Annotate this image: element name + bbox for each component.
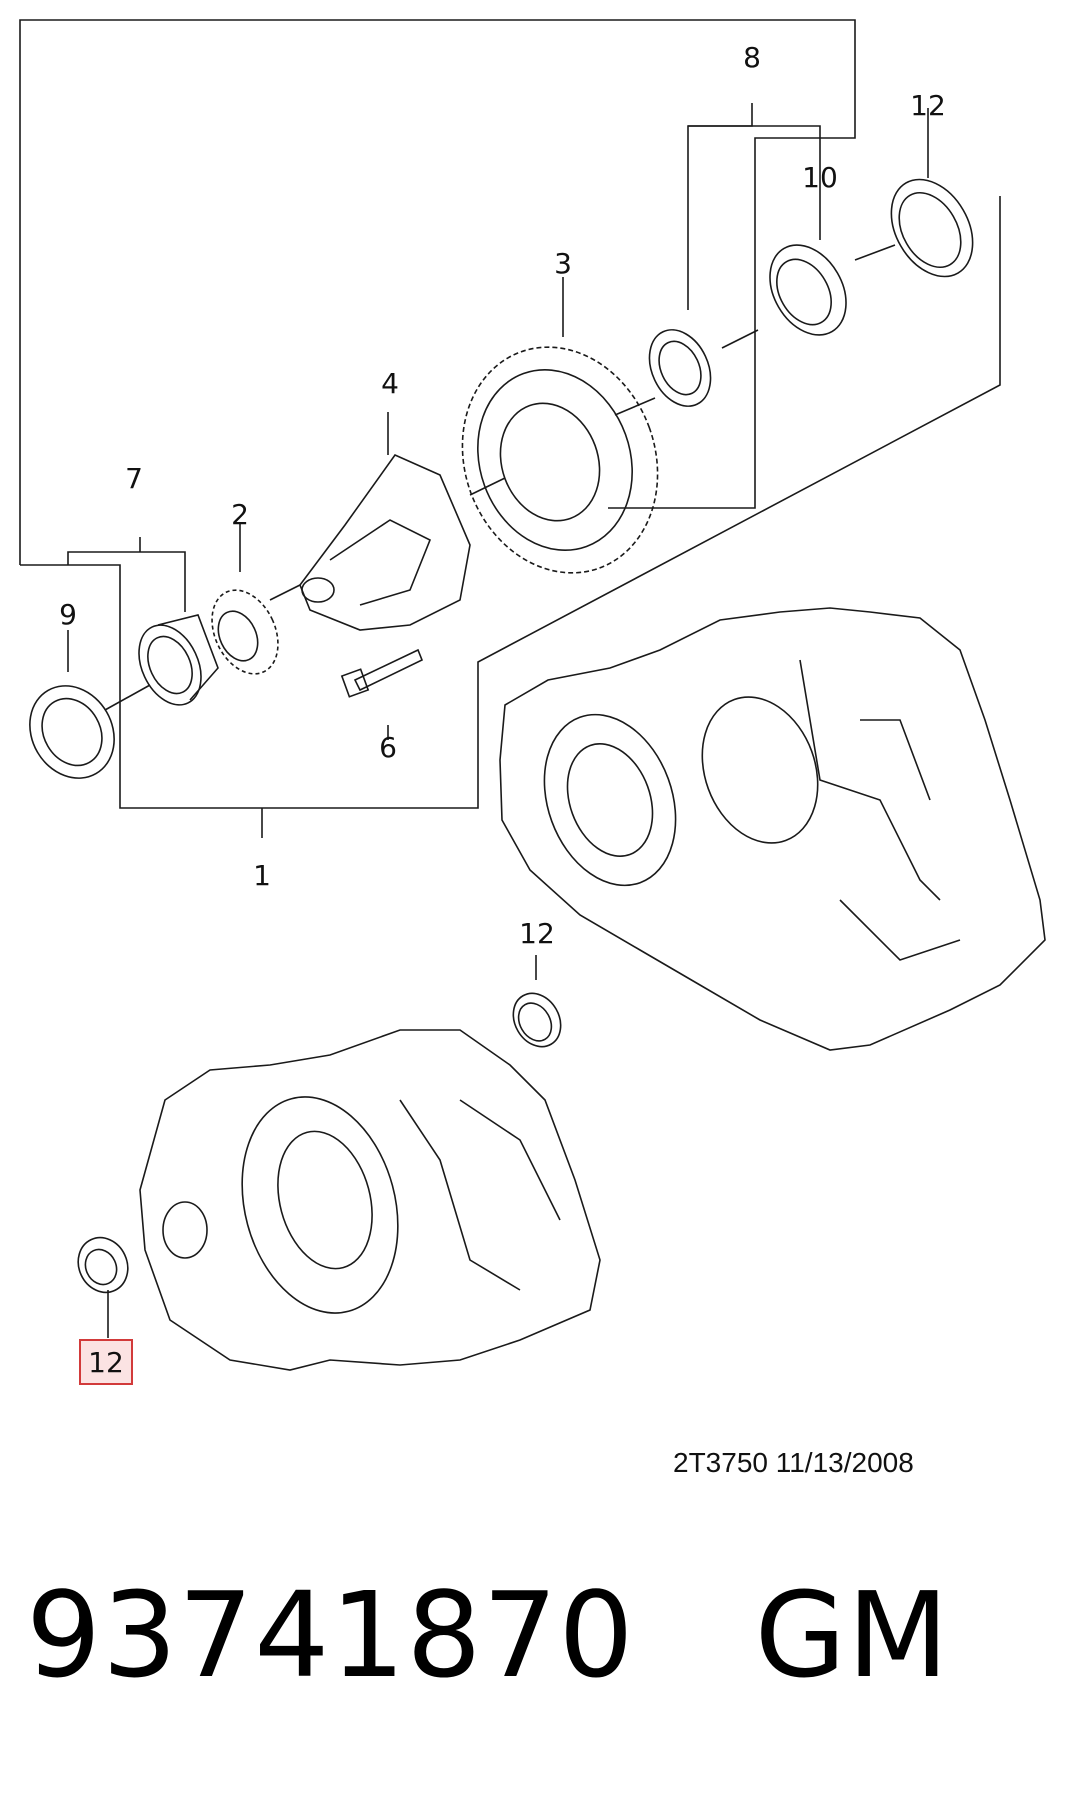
- callout-1: 1: [253, 859, 271, 892]
- callout-6: 6: [379, 731, 397, 764]
- bearing-7: [138, 624, 202, 706]
- callout-9: 9: [59, 598, 77, 631]
- brand-name: GM: [754, 1566, 950, 1704]
- callout-8: 8: [743, 41, 761, 74]
- callout-2: 2: [231, 498, 249, 531]
- seal-12-upper: [512, 992, 562, 1048]
- bearing-8: [648, 329, 712, 407]
- callout-11: 12: [910, 89, 946, 122]
- gear-2: [211, 589, 279, 675]
- highlight-box: [79, 1339, 133, 1385]
- callout-3: 3: [554, 247, 572, 280]
- part-number: 93741870: [26, 1566, 635, 1704]
- callout-4: 4: [381, 367, 399, 400]
- callout-12-highlighted: 12: [88, 1346, 124, 1379]
- bolt-6: [353, 648, 424, 692]
- callout-12-upper: 12: [519, 917, 555, 950]
- ring-gear-3: [461, 346, 659, 574]
- transmission-case-lower: [139, 1029, 601, 1371]
- bracket-lines: [19, 19, 856, 565]
- race-10: [769, 244, 847, 336]
- callout-10: 10: [802, 161, 838, 194]
- seal-12-lower: [77, 1236, 129, 1294]
- transmission-case-upper: [499, 607, 1046, 1051]
- differential-housing-4: [299, 454, 471, 631]
- part-number-line: 93741870 GM: [26, 1566, 950, 1704]
- seal-11: [890, 178, 974, 278]
- callout-7: 7: [125, 462, 143, 495]
- seal-9: [29, 685, 115, 779]
- drawing-reference: 2T3750 11/13/2008: [673, 1447, 914, 1478]
